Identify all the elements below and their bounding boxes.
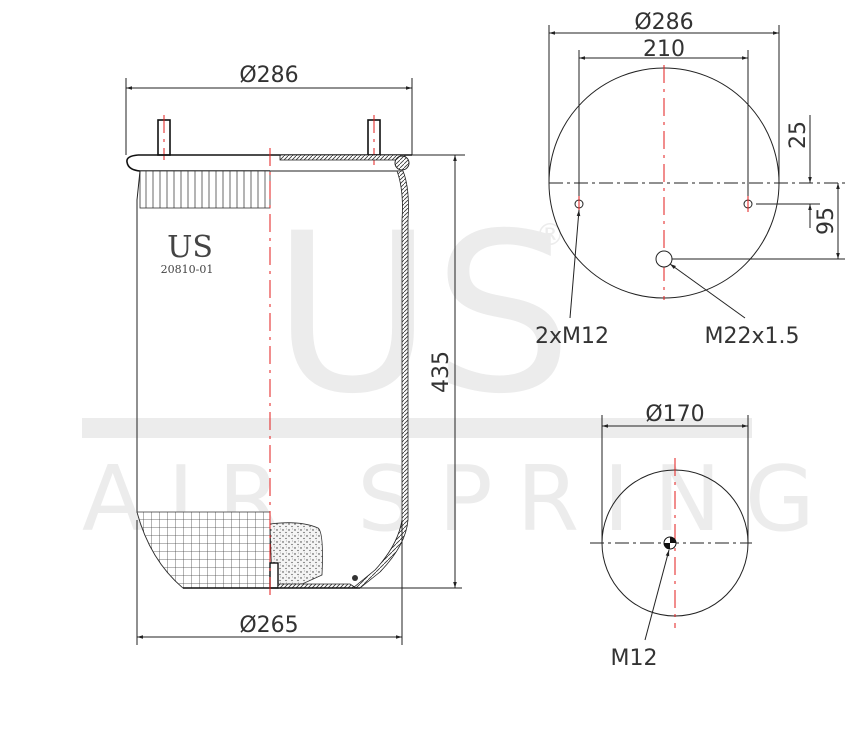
base-diameter-label: Ø170 bbox=[645, 402, 704, 427]
watermark-bar bbox=[82, 418, 752, 438]
top-diameter-label: Ø286 bbox=[239, 63, 298, 88]
air-inlet-offset-label: 95 bbox=[814, 207, 839, 235]
watermark-registered: ® bbox=[535, 218, 565, 253]
air-inlet-thread-label: M22x1.5 bbox=[705, 324, 800, 349]
stud-thread-label: 2xM12 bbox=[535, 324, 609, 349]
stud-offset-label: 25 bbox=[786, 121, 811, 149]
height-label: 435 bbox=[429, 351, 454, 393]
bottom-diameter-label: Ø265 bbox=[239, 613, 298, 638]
top-view: Ø286 210 25 95 2xM12 M22x1.5 bbox=[535, 10, 845, 349]
stud-spacing-label: 210 bbox=[643, 37, 685, 62]
top-outer-diameter-label: Ø286 bbox=[634, 10, 693, 35]
base-thread-label: M12 bbox=[611, 646, 658, 671]
bottom-view: Ø170 M12 bbox=[590, 402, 752, 671]
part-number: 20810-01 bbox=[161, 263, 214, 276]
piston-insert bbox=[269, 522, 323, 586]
bellows-ribs bbox=[139, 170, 271, 209]
side-view: Ø286 US 20810-01 435 bbox=[125, 63, 465, 645]
piston-mesh bbox=[136, 511, 271, 589]
air-inlet-hole bbox=[655, 250, 673, 268]
watermark-logo: US bbox=[272, 186, 573, 442]
brand-label: US bbox=[167, 230, 213, 265]
